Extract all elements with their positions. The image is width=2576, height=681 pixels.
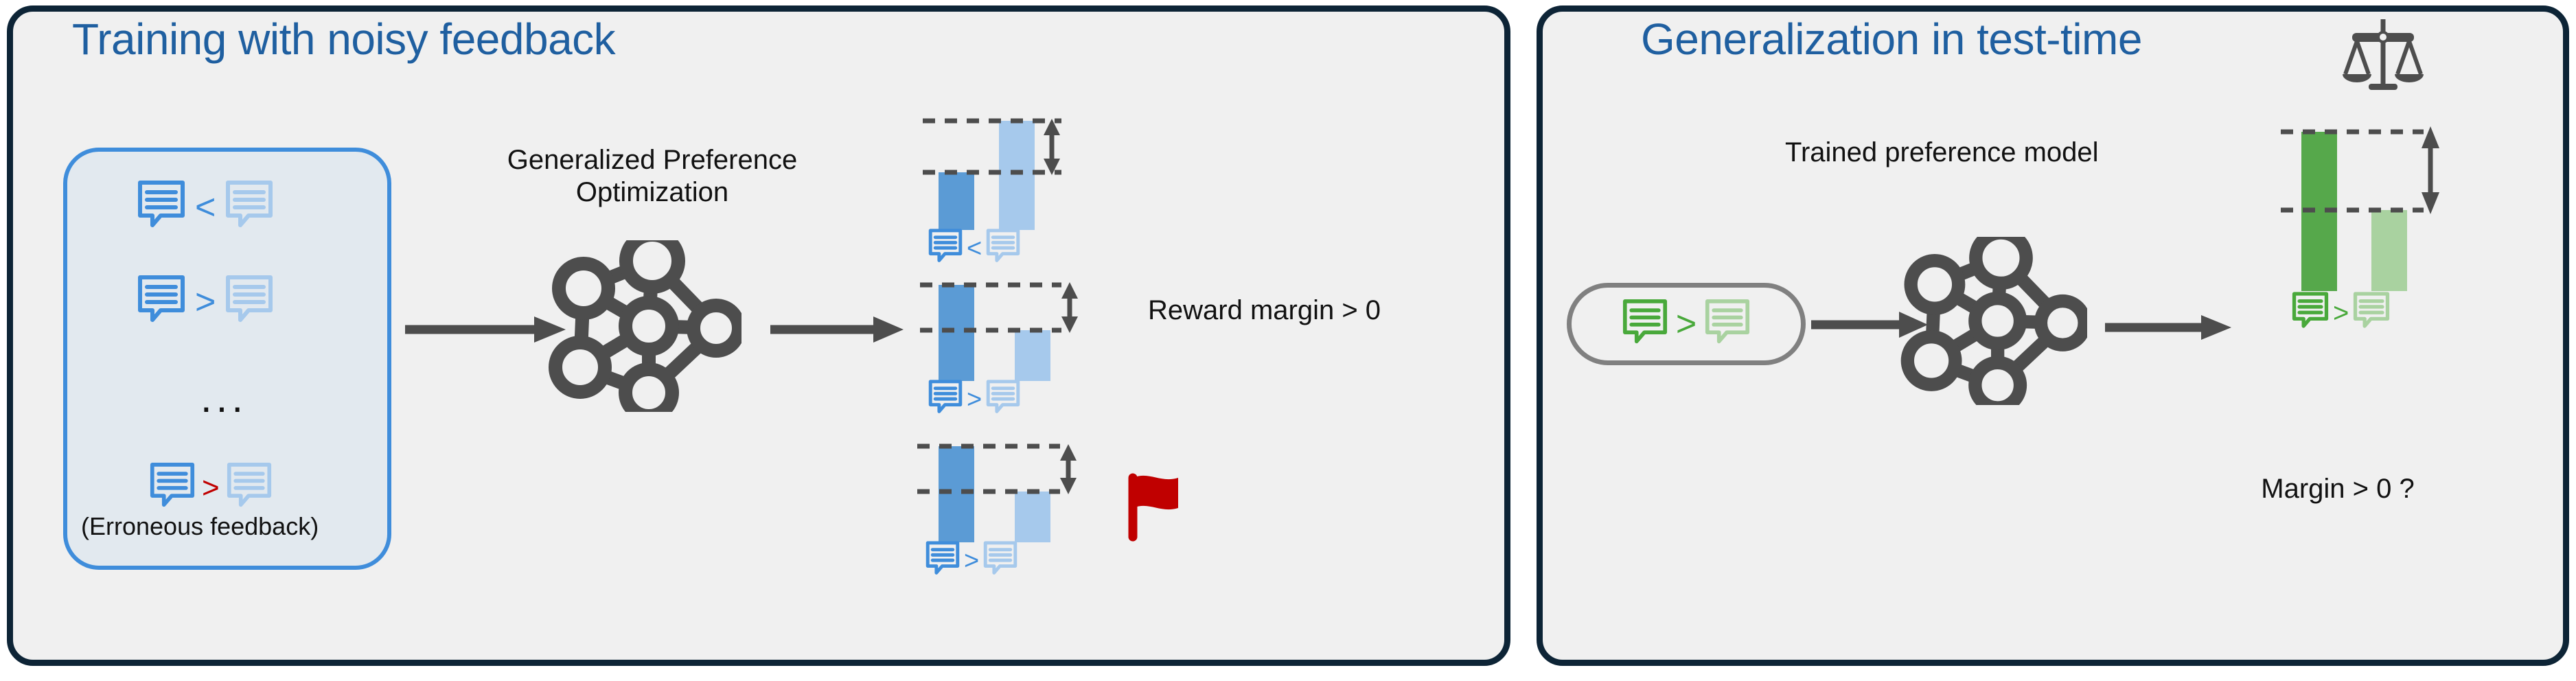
red-flag-icon	[1119, 468, 1195, 547]
bar-chart-train-pair-3: >	[913, 443, 1092, 575]
noisy-feedback-data-box	[63, 148, 391, 570]
bar-rejected	[999, 121, 1035, 230]
speech-bubble-light-icon	[227, 462, 272, 513]
speech-bubble-green-light-icon	[2353, 292, 2390, 334]
speech-bubble-dark-icon	[137, 275, 185, 329]
neural-network-icon	[542, 228, 746, 423]
comparator-symbol: >	[967, 384, 982, 414]
speech-bubble-green-dark-icon	[2292, 292, 2329, 334]
comparator-symbol-error: >	[202, 470, 220, 505]
comparator-symbol: >	[1675, 304, 1697, 344]
comparator-symbol: <	[195, 187, 216, 227]
speech-bubble-green-light-icon	[1705, 299, 1750, 350]
test-input-pill: >	[1567, 283, 1806, 365]
arrow-model-to-test-bars	[2104, 312, 2234, 347]
comparator-symbol: >	[2333, 297, 2349, 328]
speech-bubble-dark-icon	[925, 541, 960, 580]
comparator-symbol: >	[964, 546, 980, 575]
reward-margin-label: Reward margin > 0	[1148, 295, 1381, 325]
arrow-model-to-bars	[769, 312, 906, 350]
erroneous-feedback-label: (Erroneous feedback)	[81, 512, 319, 540]
gpo-caption: Generalized Preference Optimization	[460, 144, 844, 209]
pair-row-erroneous: >	[150, 462, 272, 513]
speech-bubble-dark-icon	[928, 229, 963, 268]
bar-chart-train-pair-2: >	[913, 278, 1092, 413]
margin-question-label: Margin > 0 ?	[2261, 474, 2415, 504]
right-panel-title: Generalization in test-time	[1641, 14, 2142, 64]
speech-bubble-light-icon	[983, 541, 1017, 580]
test-bar-pair-label: >	[2292, 292, 2390, 334]
arrow-data-to-model	[404, 312, 568, 350]
trained-model-caption: Trained preference model	[1785, 137, 2099, 168]
margin-double-arrow	[1044, 119, 1060, 175]
speech-bubble-dark-icon	[137, 180, 185, 234]
bar-chosen	[939, 446, 974, 542]
speech-bubble-light-icon	[986, 380, 1020, 419]
speech-bubble-dark-icon	[928, 380, 963, 419]
margin-double-arrow	[1060, 444, 1077, 494]
gpo-caption-line2: Optimization	[575, 177, 729, 208]
speech-bubble-light-icon	[225, 180, 273, 234]
bar-chart-test-pair: >	[2240, 96, 2446, 333]
neural-network-icon	[1895, 226, 2091, 415]
bar-rejected	[2371, 210, 2407, 291]
left-panel-title: Training with noisy feedback	[72, 14, 616, 64]
balance-scale-icon	[2338, 15, 2428, 94]
bar-chosen	[939, 172, 974, 230]
bar-3-pair-label: >	[925, 541, 1017, 580]
bar-1-pair-label: <	[928, 229, 1020, 268]
pair-row-less: <	[137, 180, 273, 234]
bar-chosen	[939, 285, 974, 381]
comparator-symbol: <	[967, 233, 982, 263]
arrow-input-to-model	[1810, 308, 1931, 345]
bar-rejected	[1015, 330, 1050, 381]
speech-bubble-green-dark-icon	[1622, 299, 1668, 350]
speech-bubble-light-icon	[225, 275, 273, 329]
speech-bubble-light-icon	[986, 229, 1020, 268]
pair-row-greater: >	[137, 275, 273, 329]
margin-double-arrow	[1061, 282, 1078, 333]
margin-double-arrow	[2422, 126, 2439, 214]
ellipsis: ...	[200, 375, 248, 421]
bar-2-pair-label: >	[928, 380, 1020, 419]
test-input-pair: >	[1622, 299, 1750, 350]
comparator-symbol: >	[195, 281, 216, 322]
bar-rejected	[1015, 492, 1050, 542]
gpo-caption-line1: Generalized Preference	[507, 145, 798, 175]
bar-chart-train-pair-1: <	[913, 106, 1092, 262]
speech-bubble-dark-icon	[150, 462, 195, 513]
